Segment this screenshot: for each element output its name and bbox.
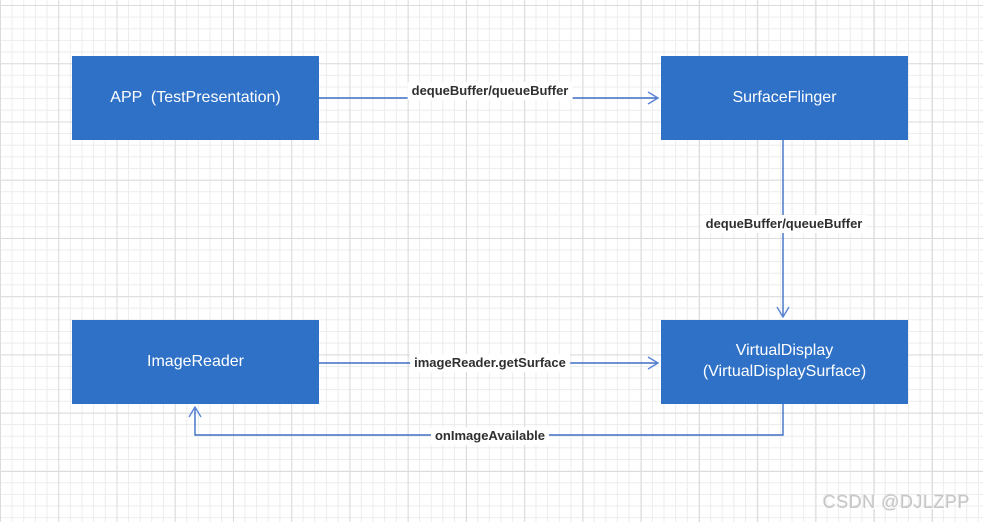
edge-label-dequebuffer-vertical[interactable]: dequeBuffer/queueBuffer	[701, 215, 867, 233]
node-surfaceflinger-label: SurfaceFlinger	[732, 88, 837, 106]
node-app[interactable]: APP (TestPresentation)	[72, 56, 319, 140]
edge-label-dequebuffer-top[interactable]: dequeBuffer/queueBuffer	[407, 82, 573, 100]
node-imagereader[interactable]: ImageReader	[72, 320, 319, 404]
node-virtualdisplay-label-line2: (VirtualDisplaySurface)	[702, 363, 867, 380]
node-surfaceflinger[interactable]: SurfaceFlinger	[661, 56, 908, 140]
node-imagereader-label: ImageReader	[147, 352, 244, 370]
csdn-watermark: CSDN @DJLZPP	[822, 492, 970, 512]
node-app-label: APP (TestPresentation)	[110, 88, 281, 106]
node-virtualdisplay[interactable]: VirtualDisplay (VirtualDisplaySurface)	[661, 320, 908, 404]
node-virtualdisplay-label-line1: VirtualDisplay	[735, 342, 834, 360]
edge-label-getsurface[interactable]: imageReader.getSurface	[410, 354, 570, 372]
edge-label-onimageavailable[interactable]: onImageAvailable	[430, 427, 550, 445]
